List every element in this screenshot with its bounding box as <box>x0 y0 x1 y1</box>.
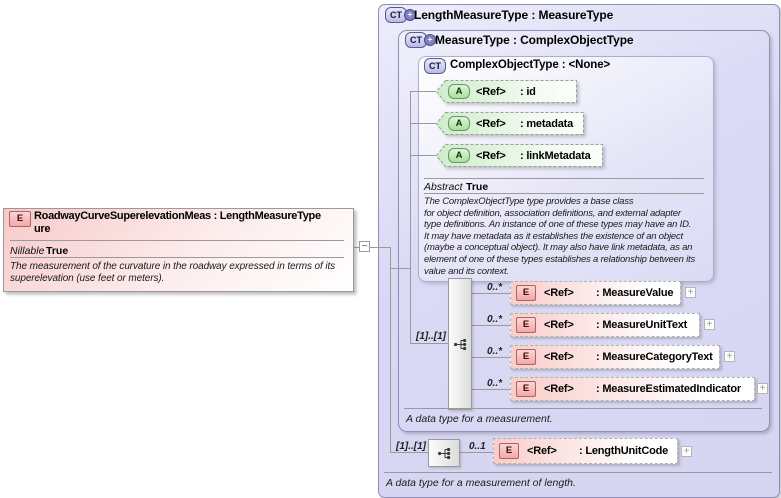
element-row-measure-category-text[interactable]: E <Ref> : MeasureCategoryText <box>510 345 720 369</box>
connector-line <box>390 247 391 452</box>
attribute-row-link-metadata[interactable]: A <Ref> : linkMetadata <box>436 144 604 167</box>
separator <box>424 178 704 179</box>
attribute-name: : linkMetadata <box>520 149 591 162</box>
measure-type-caption: A data type for a measurement. <box>406 413 553 425</box>
sequence-cardinality: [1]..[1] <box>396 441 426 452</box>
roadway-element-title: RoadwayCurveSuperelevationMeas : LengthM… <box>34 210 321 235</box>
connector-line <box>410 123 436 124</box>
connector-line <box>470 293 510 294</box>
sequence-icon <box>428 439 460 467</box>
connector-line <box>410 91 411 343</box>
separator <box>10 257 344 258</box>
element-badge-icon: E <box>9 211 31 227</box>
connector-line <box>470 357 510 358</box>
connector-line <box>410 91 436 92</box>
roadway-element-description: The measurement of the curvature in the … <box>10 261 336 284</box>
element-cardinality: 0..1 <box>469 441 486 452</box>
element-ref: <Ref> <box>544 383 574 395</box>
expand-plus-icon[interactable]: + <box>704 319 715 330</box>
length-measure-type-title: LengthMeasureType : MeasureType <box>414 8 614 22</box>
element-badge-icon: E <box>516 285 536 301</box>
collapse-minus-icon[interactable]: − <box>359 241 370 252</box>
connector-line <box>470 325 510 326</box>
element-cardinality: 0..* <box>487 314 503 325</box>
attribute-badge-icon: A <box>448 148 470 163</box>
element-ref: <Ref> <box>527 445 557 457</box>
separator <box>10 240 344 241</box>
property-name: Nillable <box>10 245 45 257</box>
connector-line <box>458 452 493 453</box>
element-badge-icon: E <box>516 349 536 365</box>
connector-line <box>410 155 436 156</box>
separator <box>424 193 704 194</box>
separator <box>404 408 762 409</box>
connector-line <box>410 343 448 344</box>
element-name: : LengthUnitCode <box>579 445 669 457</box>
element-ref: <Ref> <box>544 319 574 331</box>
connector-line <box>470 389 510 390</box>
property-name: Abstract <box>424 181 463 193</box>
element-row-length-unit-code[interactable]: E <Ref> : LengthUnitCode <box>493 438 678 464</box>
element-cardinality: 0..* <box>487 346 503 357</box>
connector-line <box>390 268 410 269</box>
element-cardinality: 0..* <box>487 282 503 293</box>
measure-type-title: MeasureType : ComplexObjectType <box>435 33 634 47</box>
element-badge-icon: E <box>499 443 519 459</box>
element-badge-icon: E <box>516 317 536 333</box>
attribute-badge-icon: A <box>448 116 470 131</box>
expand-plus-icon[interactable]: + <box>724 351 735 362</box>
complex-object-type-description: The ComplexObjectType type provides a ba… <box>424 196 696 277</box>
attribute-ref: <Ref> <box>476 117 506 130</box>
property-value: True <box>466 181 489 193</box>
element-cardinality: 0..* <box>487 378 503 389</box>
ct-plus-icon[interactable]: + <box>424 34 436 46</box>
element-name: : MeasureCategoryText <box>596 351 713 363</box>
sequence-icon <box>448 278 472 410</box>
element-name: : MeasureValue <box>596 287 674 299</box>
connector-line <box>352 247 359 248</box>
complex-type-badge-icon: CT <box>424 58 446 74</box>
attribute-row-metadata[interactable]: A <Ref> : metadata <box>436 112 585 135</box>
expand-plus-icon[interactable]: + <box>681 446 692 457</box>
complex-type-badge-icon: CT+ <box>405 32 436 48</box>
expand-plus-icon[interactable]: + <box>685 287 696 298</box>
sequence-cardinality: [1]..[1] <box>416 331 446 342</box>
element-row-measure-estimated-indicator[interactable]: E <Ref> : MeasureEstimatedIndicator <box>510 377 755 401</box>
element-name: : MeasureUnitText <box>596 319 688 331</box>
complex-type-badge-icon: CT+ <box>385 7 416 23</box>
element-ref: <Ref> <box>544 351 574 363</box>
attribute-ref: <Ref> <box>476 149 506 162</box>
ct-plus-icon[interactable]: + <box>404 9 416 21</box>
attribute-row-id[interactable]: A <Ref> : id <box>436 80 578 103</box>
ct-badge-label: CT <box>424 58 446 74</box>
complex-object-type-title: ComplexObjectType : <None> <box>450 59 611 71</box>
property-value: True <box>46 245 69 257</box>
separator <box>384 472 772 473</box>
attribute-name: : metadata <box>520 117 574 130</box>
connector-line <box>390 452 428 453</box>
roadway-element-box[interactable] <box>3 208 354 292</box>
element-row-measure-value[interactable]: E <Ref> : MeasureValue <box>510 281 681 305</box>
attribute-badge-icon: A <box>448 84 470 99</box>
element-ref: <Ref> <box>544 287 574 299</box>
element-badge-icon: E <box>516 381 536 397</box>
attribute-ref: <Ref> <box>476 85 506 98</box>
connector-line <box>370 247 390 248</box>
element-name: : MeasureEstimatedIndicator <box>596 383 741 395</box>
attribute-name: : id <box>520 85 536 98</box>
element-row-measure-unit-text[interactable]: E <Ref> : MeasureUnitText <box>510 313 700 337</box>
expand-plus-icon[interactable]: + <box>757 383 768 394</box>
length-measure-type-caption: A data type for a measurement of length. <box>386 477 576 489</box>
